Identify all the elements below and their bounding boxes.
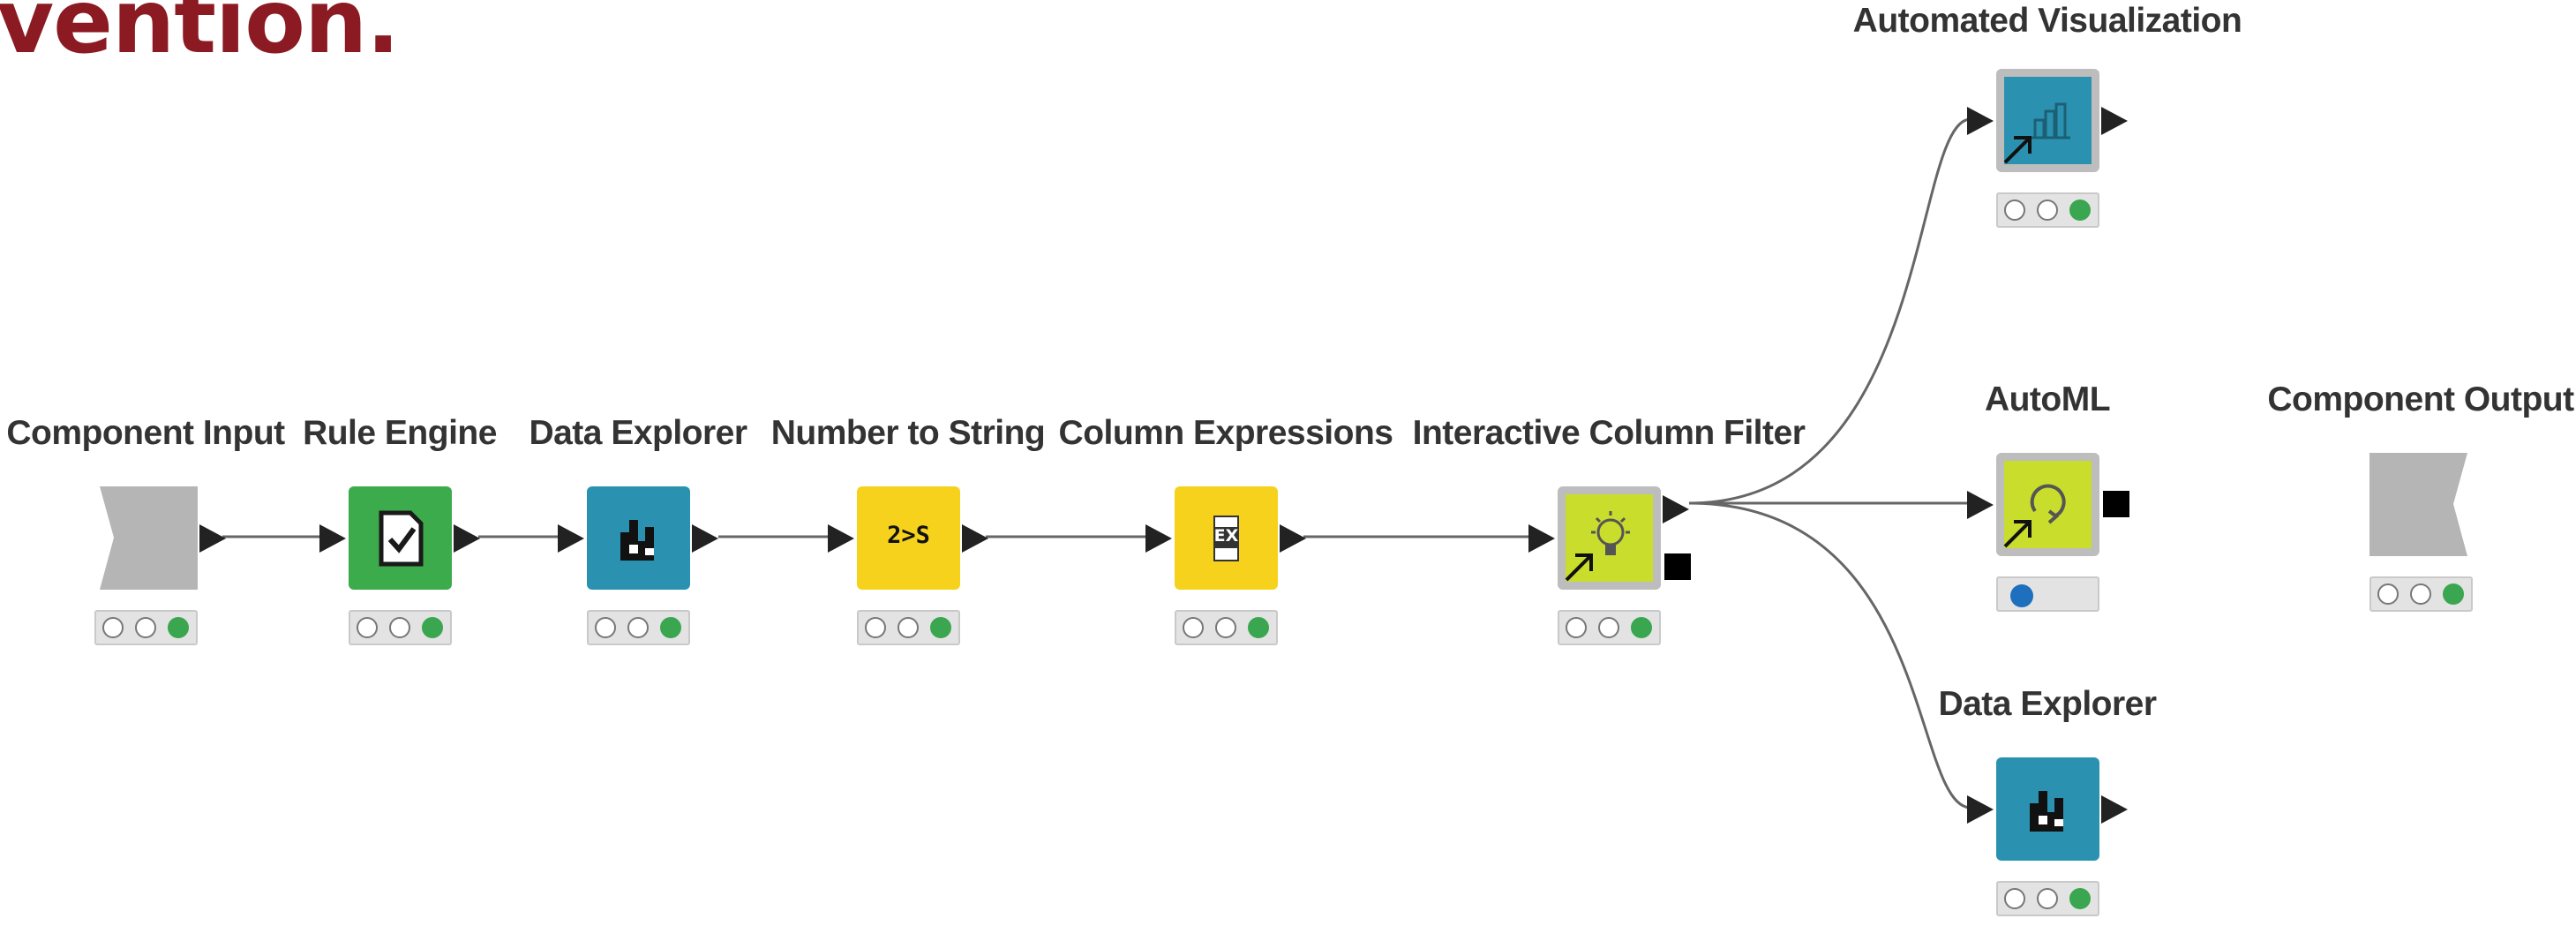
output-port[interactable] — [2101, 795, 2128, 824]
node-label: Automated Visualization — [1852, 2, 2242, 40]
node-body[interactable] — [1996, 757, 2099, 861]
output-port[interactable] — [1280, 524, 1306, 553]
metanode-link-arrow-icon — [1565, 553, 1593, 582]
component-input-icon — [94, 486, 198, 590]
node-body[interactable] — [1996, 69, 2099, 172]
status-traffic-light — [1558, 610, 1661, 645]
status-light — [865, 617, 886, 638]
bar-chart-icon — [2028, 102, 2070, 139]
status-light — [1183, 617, 1204, 638]
status-light — [2443, 583, 2464, 605]
status-light — [1215, 617, 1236, 638]
status-light — [897, 617, 919, 638]
flow-variable-port[interactable] — [1664, 553, 1691, 580]
input-port[interactable] — [1967, 795, 1994, 824]
input-port[interactable] — [1967, 491, 1994, 519]
node-body[interactable]: EX — [1175, 486, 1278, 590]
node-label: Rule Engine — [303, 414, 497, 452]
metanode-link-arrow-icon — [2003, 136, 2032, 164]
status-traffic-light — [2369, 576, 2473, 612]
lightbulb-icon — [1591, 511, 1630, 555]
input-port[interactable] — [319, 524, 346, 553]
status-light — [1631, 617, 1652, 638]
node-label: Data Explorer — [529, 414, 747, 452]
status-light — [2004, 200, 2025, 221]
node-label: AutoML — [1984, 380, 2111, 418]
output-port[interactable] — [199, 524, 226, 553]
input-port[interactable] — [1145, 524, 1172, 553]
expression-icon — [1213, 516, 1239, 561]
output-port[interactable] — [962, 524, 988, 553]
node-label: Data Explorer — [1938, 685, 2157, 723]
input-port[interactable] — [1967, 107, 1994, 135]
status-light — [1598, 617, 1619, 638]
status-light — [357, 617, 378, 638]
status-light — [595, 617, 616, 638]
status-light — [135, 617, 156, 638]
status-light — [2037, 888, 2058, 909]
status-light — [168, 617, 189, 638]
output-port[interactable] — [454, 524, 480, 553]
input-port[interactable] — [558, 524, 584, 553]
status-light — [2377, 583, 2399, 605]
number-to-string-icon: 2>S — [887, 522, 930, 549]
output-port[interactable] — [2101, 107, 2128, 135]
metanode-link-arrow-icon — [2003, 520, 2032, 548]
node-label: Interactive Column Filter — [1412, 414, 1806, 452]
status-light — [2069, 888, 2091, 909]
status-light — [2410, 583, 2431, 605]
node-body[interactable] — [349, 486, 452, 590]
connection-wire[interactable] — [1688, 501, 1971, 809]
connection-wire[interactable] — [1688, 117, 1971, 505]
status-light — [422, 617, 443, 638]
node-label: Component Output — [2267, 380, 2574, 418]
status-light — [1248, 617, 1269, 638]
status-traffic-light — [349, 610, 452, 645]
input-port[interactable] — [828, 524, 854, 553]
status-traffic-light — [1996, 881, 2099, 916]
status-traffic-light — [1175, 610, 1278, 645]
status-light — [660, 617, 681, 638]
status-light — [2004, 888, 2025, 909]
status-light — [930, 617, 951, 638]
output-port[interactable] — [1663, 495, 1689, 523]
node-body[interactable] — [587, 486, 690, 590]
status-light — [1566, 617, 1587, 638]
status-traffic-light — [1996, 192, 2099, 228]
status-light — [2069, 200, 2091, 221]
data-explorer-icon — [620, 520, 654, 561]
status-traffic-light — [587, 610, 690, 645]
node-label: Column Expressions — [1058, 414, 1393, 452]
flow-variable-port[interactable] — [2103, 491, 2129, 517]
headline: vention. — [0, 0, 400, 73]
executing-dot — [2010, 584, 2033, 607]
checklist-icon — [379, 510, 424, 567]
status-executing-indicator — [1996, 576, 2099, 612]
node-body[interactable]: 2>S — [857, 486, 960, 590]
cycle-icon — [2030, 484, 2066, 524]
node-label: Number to String — [770, 414, 1046, 452]
expression-icon-text: EX — [1213, 526, 1239, 546]
output-port[interactable] — [692, 524, 718, 553]
node-label: Component Input — [6, 414, 285, 452]
component-output-icon — [2369, 453, 2473, 556]
status-traffic-light — [94, 610, 198, 645]
data-explorer-icon — [2030, 791, 2063, 832]
input-port[interactable] — [1528, 524, 1555, 553]
status-light — [102, 617, 124, 638]
status-light — [627, 617, 649, 638]
status-light — [389, 617, 410, 638]
status-light — [2037, 200, 2058, 221]
status-traffic-light — [857, 610, 960, 645]
